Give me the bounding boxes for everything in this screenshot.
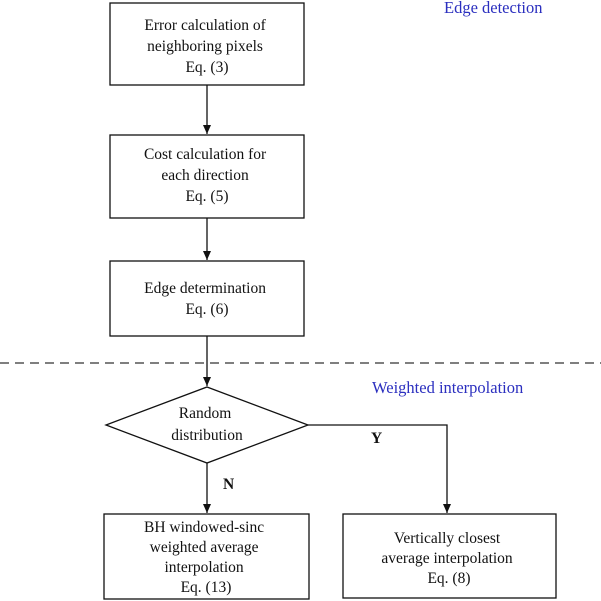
node-decision-random-distribution: Random distribution: [106, 387, 308, 463]
node-cost-calculation-line-2: each direction: [161, 167, 249, 184]
node-edge-determination: Edge determination Eq. (6): [110, 261, 304, 336]
node-vertical-line-2: average interpolation: [381, 550, 513, 567]
node-edge-determination-line-2: Eq. (6): [185, 301, 228, 318]
section-label-edge-detection: Edge detection: [444, 0, 543, 17]
node-edge-determination-line-1: Edge determination: [144, 280, 266, 297]
node-bh-line-2: weighted average: [150, 539, 259, 556]
node-cost-calculation: Cost calculation for each direction Eq. …: [110, 135, 304, 218]
node-vertical-line-3: Eq. (8): [427, 570, 470, 587]
node-bh-line-3: interpolation: [164, 559, 243, 576]
node-vertical-line-1: Vertically closest: [394, 530, 501, 547]
node-error-calculation-line-2: neighboring pixels: [147, 38, 263, 55]
branch-label-yes: Y: [371, 430, 382, 447]
node-bh-line-4: Eq. (13): [181, 579, 232, 596]
section-label-weighted-interpolation: Weighted interpolation: [372, 378, 523, 397]
node-bh-line-1: BH windowed-sinc: [144, 519, 264, 536]
node-error-calculation-line-1: Error calculation of: [144, 17, 266, 34]
node-error-calculation-line-3: Eq. (3): [185, 59, 228, 76]
node-cost-calculation-line-1: Cost calculation for: [144, 146, 267, 163]
node-error-calculation: Error calculation of neighboring pixels …: [110, 3, 304, 85]
node-vertically-closest: Vertically closest average interpolation…: [343, 514, 556, 598]
branch-label-no: N: [223, 476, 234, 493]
node-decision-line-1: Random: [179, 405, 232, 422]
node-bh-windowed-sinc: BH windowed-sinc weighted average interp…: [104, 514, 309, 599]
node-cost-calculation-line-3: Eq. (5): [185, 188, 228, 205]
node-decision-line-2: distribution: [171, 427, 243, 444]
